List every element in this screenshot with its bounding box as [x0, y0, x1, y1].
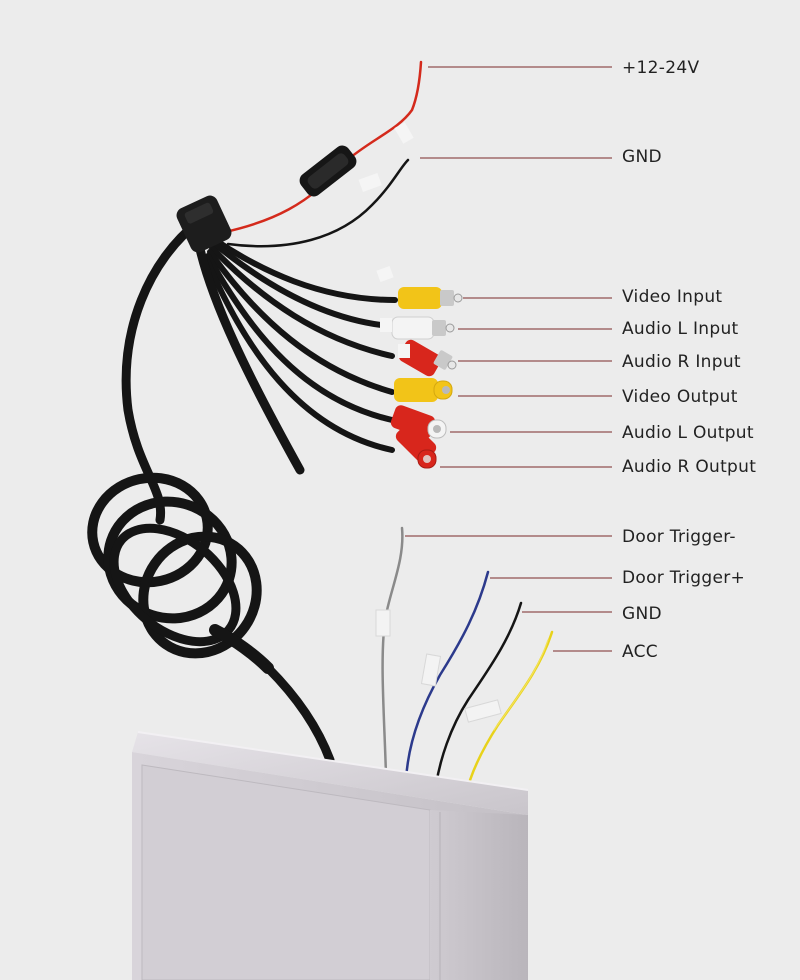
- label-door-trigger-minus: Door Trigger-: [622, 527, 736, 547]
- main-harness: [193, 235, 398, 475]
- label-video-input: Video Input: [622, 287, 723, 307]
- wire-black-gnd: [226, 158, 410, 248]
- label-audio-r-output: Audio R Output: [622, 457, 757, 477]
- coiled-cable: [87, 217, 335, 765]
- label-audio-l-output: Audio L Output: [622, 423, 754, 443]
- wire-gray-door-minus: [381, 526, 404, 777]
- wire-red-power: [223, 60, 423, 234]
- device-box: [132, 731, 529, 980]
- label-audio-r-input: Audio R Input: [622, 352, 741, 372]
- rca-connectors: [376, 265, 463, 469]
- label-acc: ACC: [622, 642, 658, 662]
- power-wires: [223, 60, 423, 248]
- inline-fuse: [299, 145, 357, 197]
- wire-tags-power: [358, 122, 414, 192]
- wire-blue-door-plus: [404, 570, 490, 782]
- leader-lines: [405, 66, 612, 652]
- label-trigger-gnd: GND: [622, 604, 662, 624]
- rca-audio-r-output: [395, 421, 437, 469]
- trigger-wires: [381, 526, 554, 797]
- rca-video-input: [398, 287, 463, 309]
- rca-audio-l-input: [391, 316, 455, 340]
- label-power-gnd: GND: [622, 147, 662, 167]
- label-video-output: Video Output: [622, 387, 738, 407]
- wire-black-trigger-gnd: [434, 601, 523, 787]
- label-door-trigger-plus: Door Trigger+: [622, 568, 746, 588]
- harness-hub: [176, 195, 232, 253]
- label-power: +12-24V: [622, 58, 700, 78]
- label-audio-l-input: Audio L Input: [622, 319, 739, 339]
- wire-tags-trigger: [375, 609, 502, 723]
- rca-video-output: [394, 378, 453, 402]
